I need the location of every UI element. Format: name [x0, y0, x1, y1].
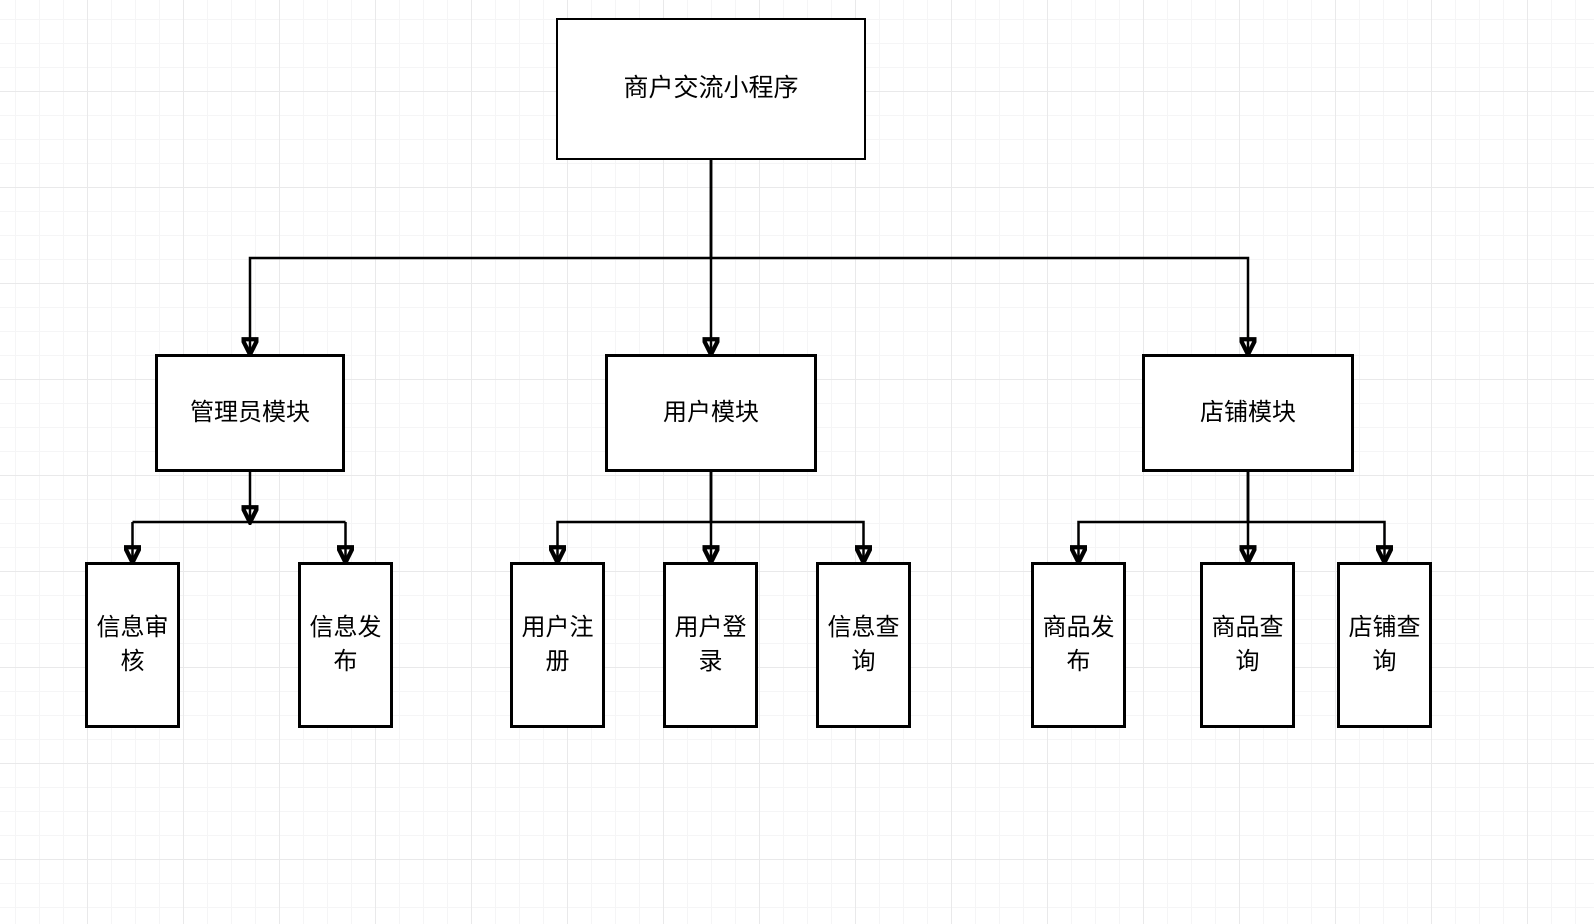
node-info-publish[interactable]: 信息发布 [298, 562, 393, 728]
edge-root-admin-module[interactable] [250, 160, 713, 354]
node-product-query[interactable]: 商品查询 [1200, 562, 1295, 728]
node-info-query-label: 信息查询 [827, 613, 900, 675]
node-info-query[interactable]: 信息查询 [816, 562, 911, 728]
node-info-review-label: 信息审核 [96, 613, 169, 675]
node-info-review[interactable]: 信息审核 [85, 562, 180, 728]
edge-shop-module-product-publish[interactable] [1079, 472, 1250, 562]
node-root-label: 商户交流小程序 [623, 74, 799, 103]
node-shop-query[interactable]: 店铺查询 [1337, 562, 1432, 728]
node-info-publish-label: 信息发布 [309, 613, 382, 675]
node-user-login[interactable]: 用户登录 [663, 562, 758, 728]
edge-root-shop-module[interactable] [709, 160, 1248, 354]
node-admin-module[interactable]: 管理员模块 [155, 354, 345, 472]
edge-shop-module-shop-query[interactable] [1246, 472, 1385, 562]
edge-user-module-info-query[interactable] [709, 472, 864, 562]
node-shop-query-label: 店铺查询 [1348, 613, 1421, 675]
node-product-publish[interactable]: 商品发布 [1031, 562, 1126, 728]
node-shop-module-label: 店铺模块 [1200, 398, 1296, 426]
node-product-query-label: 商品查询 [1211, 613, 1284, 675]
node-admin-module-label: 管理员模块 [190, 398, 310, 426]
node-user-module[interactable]: 用户模块 [605, 354, 817, 472]
node-user-login-label: 用户登录 [674, 613, 747, 675]
node-user-module-label: 用户模块 [663, 398, 759, 426]
node-root[interactable]: 商户交流小程序 [556, 18, 866, 160]
node-product-publish-label: 商品发布 [1042, 613, 1115, 675]
node-user-register[interactable]: 用户注册 [510, 562, 605, 728]
node-user-register-label: 用户注册 [521, 613, 594, 675]
edge-user-module-user-register[interactable] [558, 472, 713, 562]
node-shop-module[interactable]: 店铺模块 [1142, 354, 1354, 472]
